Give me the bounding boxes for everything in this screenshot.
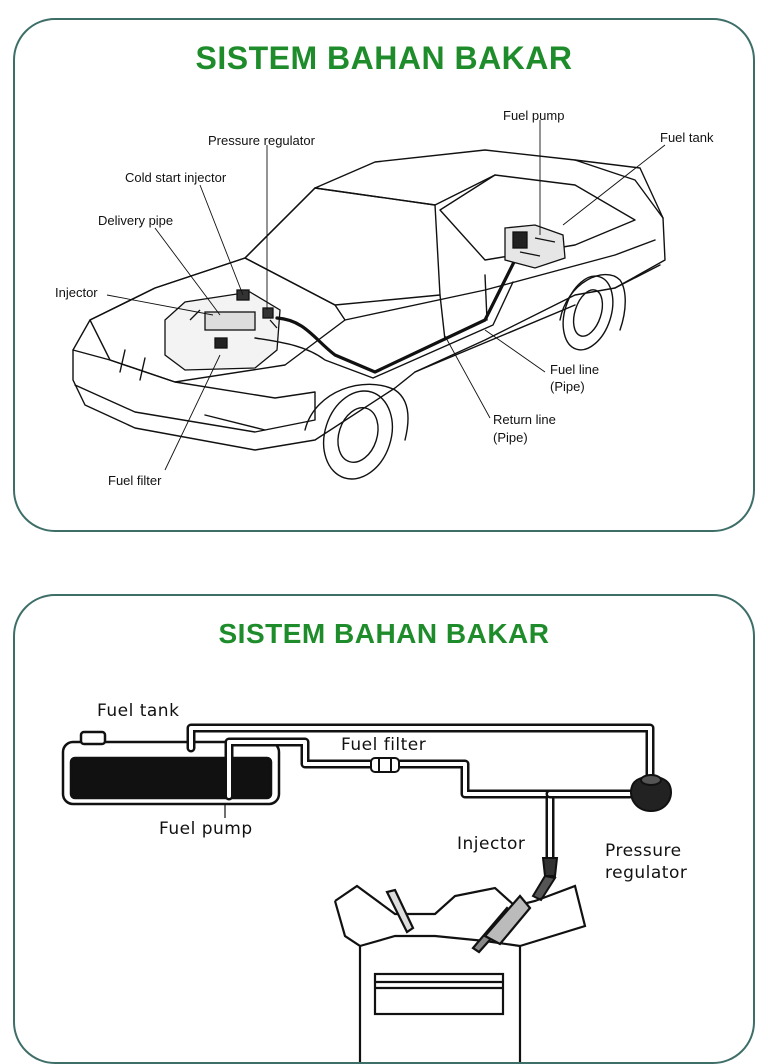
fuel-tank-and-pump <box>504 224 566 269</box>
label-return-line-pipe: (Pipe) <box>493 430 528 445</box>
fuel-filter <box>370 757 400 773</box>
label-fuel-pump: Fuel pump <box>503 108 564 123</box>
front-wheel <box>322 390 394 480</box>
slide-title: SISTEM BAHAN BAKAR <box>195 40 573 76</box>
label-fuel-tank: Fuel tank <box>97 701 179 721</box>
label-pressure-regulator-2: regulator <box>605 863 687 883</box>
car-fuel-system-diagram: Fuel pump Fuel tank Pressure regulator C… <box>55 108 714 488</box>
fuel-flow-schematic: Fuel tank Fuel filter Fuel pump Injector… <box>61 701 687 1062</box>
label-injector: Injector <box>55 285 98 300</box>
fuel-lines <box>254 258 517 379</box>
rear-wheel <box>562 275 614 351</box>
label-pressure-regulator: Pressure regulator <box>208 133 316 148</box>
slide-title: SISTEM BAHAN BAKAR <box>218 618 550 649</box>
label-return-line: Return line <box>493 412 556 427</box>
label-cold-start-injector: Cold start injector <box>125 170 227 185</box>
injector <box>531 857 559 902</box>
label-fuel-line: Fuel line <box>550 362 599 377</box>
label-fuel-filter: Fuel filter <box>108 473 162 488</box>
slide-car-fuel-system: SISTEM BAHAN BAKAR <box>13 18 755 532</box>
label-pressure-regulator: Pressure <box>605 841 682 861</box>
label-delivery-pipe: Delivery pipe <box>98 213 173 228</box>
front-wheel-arch <box>304 383 409 441</box>
car-front-bumper <box>72 349 316 433</box>
engine-cylinder <box>333 884 587 1062</box>
car-windshield <box>244 187 441 306</box>
pressure-regulator <box>630 774 672 813</box>
label-fuel-line-pipe: (Pipe) <box>550 379 585 394</box>
engine-components <box>164 289 281 371</box>
slide-fuel-flow-schematic: SISTEM BAHAN BAKAR <box>13 594 755 1064</box>
label-fuel-filter: Fuel filter <box>341 735 426 755</box>
label-injector: Injector <box>457 834 525 854</box>
label-fuel-pump: Fuel pump <box>159 819 253 839</box>
label-fuel-tank: Fuel tank <box>660 130 714 145</box>
